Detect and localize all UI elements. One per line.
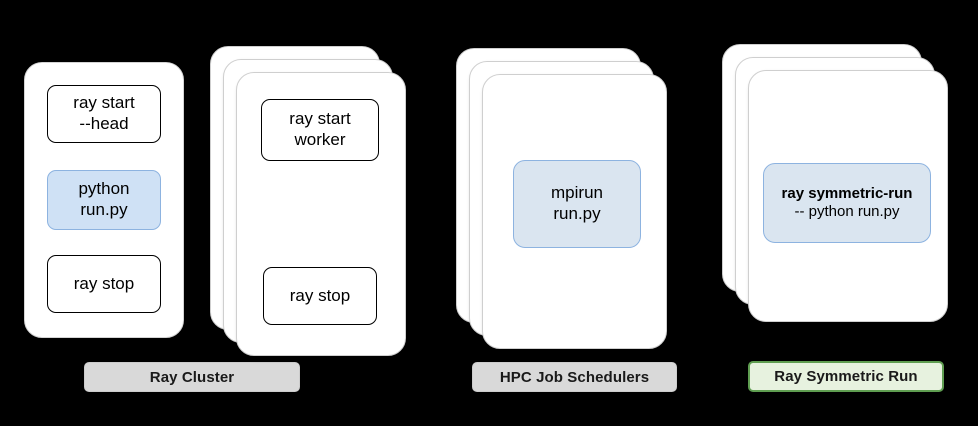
command-line: worker bbox=[294, 130, 346, 149]
command-line: ray start bbox=[289, 109, 351, 129]
command-box-ray-stop-head[interactable]: ray stop bbox=[47, 255, 161, 313]
group-label-ray-cluster: Ray Cluster bbox=[84, 362, 300, 392]
group-label-text: HPC Job Schedulers bbox=[499, 368, 650, 386]
group-label-ray-symmetric-run: Ray Symmetric Run bbox=[748, 361, 944, 392]
command-box-ray-stop-worker[interactable]: ray stop bbox=[263, 267, 377, 325]
command-line-secondary: -- python run.py bbox=[794, 203, 900, 220]
command-line: --head bbox=[79, 114, 129, 133]
command-line: python bbox=[78, 179, 130, 199]
command-line: ray stop bbox=[289, 285, 351, 305]
command-box-ray-start-worker[interactable]: ray start worker bbox=[261, 99, 379, 161]
command-box-ray-start-head[interactable]: ray start --head bbox=[47, 85, 161, 143]
command-box-ray-symmetric-run[interactable]: ray symmetric-run -- python run.py bbox=[763, 163, 931, 243]
command-line: mpirun bbox=[551, 183, 603, 203]
group-label-text: Ray Cluster bbox=[149, 368, 235, 386]
group-label-text: Ray Symmetric Run bbox=[774, 368, 918, 385]
command-line: ray start bbox=[73, 93, 135, 113]
group-label-hpc-job-schedulers: HPC Job Schedulers bbox=[472, 362, 677, 392]
command-line: run.py bbox=[553, 204, 601, 223]
command-line: run.py bbox=[80, 200, 128, 219]
command-line-primary: ray symmetric-run bbox=[781, 184, 913, 202]
command-box-python-run-py[interactable]: python run.py bbox=[47, 170, 161, 230]
command-line: ray stop bbox=[73, 273, 135, 293]
command-box-mpirun-run-py[interactable]: mpirun run.py bbox=[513, 160, 641, 248]
